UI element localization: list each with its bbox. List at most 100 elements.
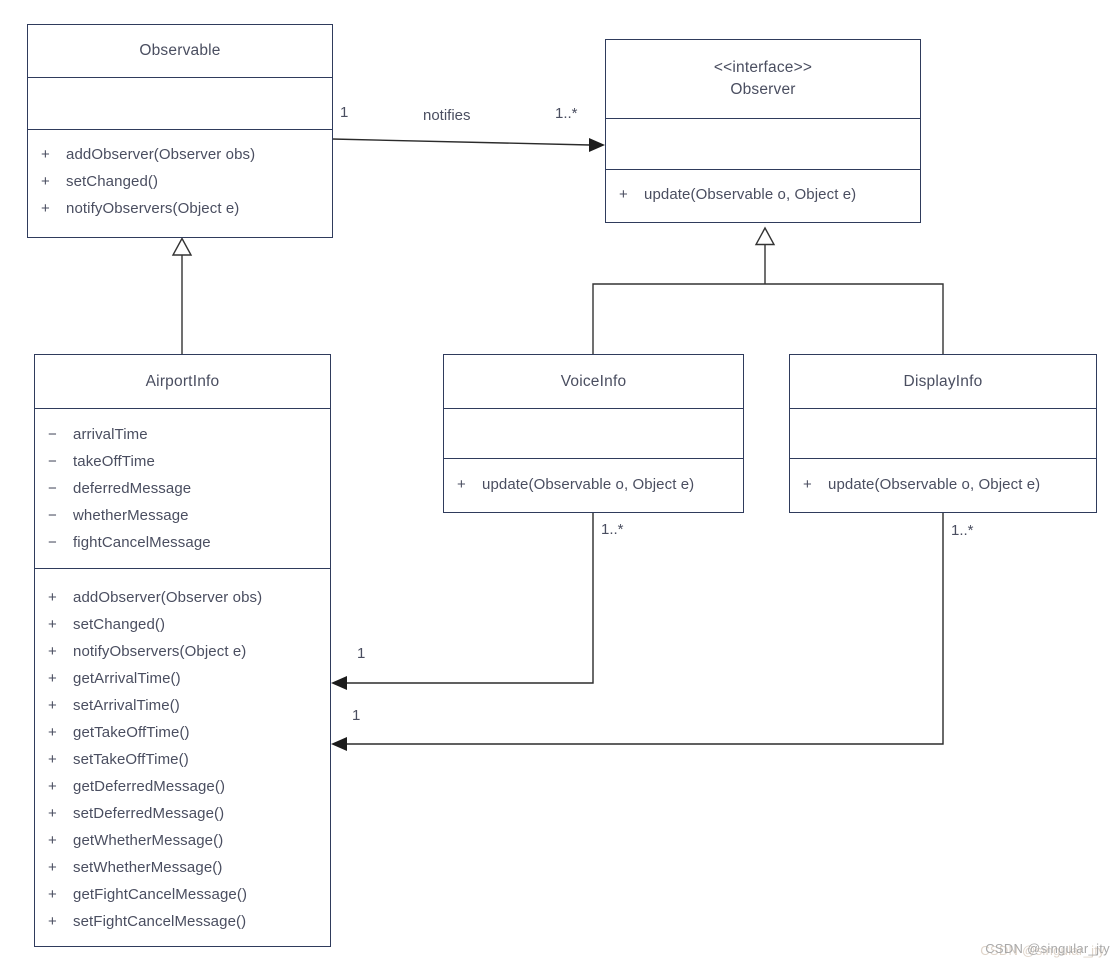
method-text: setDeferredMessage() (73, 805, 225, 822)
class-observable-attributes-empty (28, 78, 332, 130)
class-name: VoiceInfo (560, 372, 627, 390)
method-row: + update(Observable o, Object e) (444, 471, 694, 498)
association-voiceinfo-airportinfo-edge (331, 512, 594, 690)
class-displayinfo: DisplayInfo + update(Observable o, Object… (789, 354, 1097, 513)
method-text: setTakeOffTime() (73, 751, 189, 768)
visibility-symbol: + (457, 476, 466, 493)
method-text: setFightCancelMessage() (73, 913, 247, 930)
method-row: + getFightCancelMessage() (35, 881, 330, 908)
attribute-text: deferredMessage (73, 480, 192, 497)
method-row: + setChanged() (28, 168, 332, 195)
multiplicity-voiceinfo-side: 1..* (601, 521, 624, 538)
class-observer-title: <<interface>> Observer (606, 40, 920, 119)
multiplicity-observer-side: 1..* (555, 105, 578, 122)
method-row: + getArrivalTime() (35, 665, 330, 692)
attribute-text: fightCancelMessage (73, 534, 211, 551)
class-observer-methods: + update(Observable o, Object e) (606, 170, 920, 219)
method-text: addObserver(Observer obs) (73, 589, 263, 606)
visibility-symbol: + (48, 643, 57, 660)
class-airportinfo-title: AirportInfo (35, 355, 330, 409)
method-text: getArrivalTime() (73, 670, 181, 687)
class-observable-methods: + addObserver(Observer obs) + setChanged()… (28, 130, 332, 222)
visibility-symbol: + (48, 859, 57, 876)
method-text: setArrivalTime() (73, 697, 180, 714)
visibility-symbol: + (48, 832, 57, 849)
method-text: update(Observable o, Object e) (644, 186, 857, 203)
attribute-text: whetherMessage (73, 507, 189, 524)
attribute-row: −whetherMessage (35, 502, 330, 529)
class-observer-attributes-empty (606, 119, 920, 170)
class-displayinfo-methods: + update(Observable o, Object e) (790, 459, 1096, 510)
class-voiceinfo-attributes-empty (444, 409, 743, 459)
visibility-symbol: + (48, 751, 57, 768)
method-row: + notifyObservers(Object e) (35, 638, 330, 665)
class-name: DisplayInfo (903, 372, 983, 390)
class-observable-title: Observable (28, 25, 332, 78)
visibility-symbol: + (48, 697, 57, 714)
method-row: + getTakeOffTime() (35, 719, 330, 746)
class-airportinfo-methods: + addObserver(Observer obs) + setChanged()… (35, 569, 330, 935)
attribute-row: −deferredMessage (35, 475, 330, 502)
method-row: + addObserver(Observer obs) (28, 141, 332, 168)
visibility-symbol: + (48, 670, 57, 687)
visibility-symbol: + (41, 200, 50, 217)
visibility-symbol: + (48, 886, 57, 903)
class-displayinfo-attributes-empty (790, 409, 1096, 459)
association-displayinfo-airportinfo-edge (331, 512, 944, 751)
class-voiceinfo: VoiceInfo + update(Observable o, Object e… (443, 354, 744, 513)
method-row: + getWhetherMessage() (35, 827, 330, 854)
method-text: getWhetherMessage() (73, 832, 224, 849)
visibility-symbol: + (48, 724, 57, 741)
attribute-text: arrivalTime (73, 426, 148, 443)
method-text: setChanged() (66, 173, 159, 190)
method-row: + update(Observable o, Object e) (606, 181, 856, 208)
visibility-symbol: − (48, 480, 57, 497)
multiplicity-displayinfo-side: 1..* (951, 522, 974, 539)
visibility-symbol: + (41, 173, 50, 190)
method-row: + addObserver(Observer obs) (35, 584, 330, 611)
method-row: + setTakeOffTime() (35, 746, 330, 773)
method-row: + notifyObservers(Object e) (28, 195, 332, 222)
class-airportinfo: AirportInfo −arrivalTime −takeOffTime −d… (34, 354, 331, 947)
visibility-symbol: + (803, 476, 812, 493)
visibility-symbol: + (619, 186, 628, 203)
multiplicity-airportinfo-side-display: 1 (352, 707, 361, 724)
visibility-symbol: − (48, 507, 57, 524)
class-name: AirportInfo (145, 372, 220, 390)
visibility-symbol: + (48, 616, 57, 633)
csdn-watermark: CSDN @singular_jty (985, 941, 1110, 956)
method-text: notifyObservers(Object e) (73, 643, 247, 660)
visibility-symbol: + (48, 805, 57, 822)
class-displayinfo-title: DisplayInfo (790, 355, 1096, 409)
generalization-infos-observer-edge (592, 226, 944, 354)
association-notifies-edge (331, 138, 605, 152)
visibility-symbol: + (41, 146, 50, 163)
class-voiceinfo-title: VoiceInfo (444, 355, 743, 409)
method-text: setWhetherMessage() (73, 859, 223, 876)
class-name: Observable (139, 42, 221, 59)
method-text: getTakeOffTime() (73, 724, 190, 741)
method-text: getFightCancelMessage() (73, 886, 248, 903)
class-name: Observer (730, 81, 796, 98)
method-row: + setChanged() (35, 611, 330, 638)
visibility-symbol: + (48, 913, 57, 930)
visibility-symbol: − (48, 453, 57, 470)
method-text: addObserver(Observer obs) (66, 146, 256, 163)
method-row: + update(Observable o, Object e) (790, 471, 1040, 498)
generalization-airportinfo-observable-edge (171, 237, 193, 354)
class-observable: Observable + addObserver(Observer obs) + s… (27, 24, 333, 238)
visibility-symbol: + (48, 778, 57, 795)
method-row: + setDeferredMessage() (35, 800, 330, 827)
attribute-row: −takeOffTime (35, 448, 330, 475)
method-text: update(Observable o, Object e) (482, 476, 695, 493)
method-row: + setFightCancelMessage() (35, 908, 330, 935)
method-text: setChanged() (73, 616, 166, 633)
method-text: update(Observable o, Object e) (828, 476, 1041, 493)
method-text: notifyObservers(Object e) (66, 200, 240, 217)
method-text: getDeferredMessage() (73, 778, 226, 795)
attribute-row: −fightCancelMessage (35, 529, 330, 556)
attribute-text: takeOffTime (73, 453, 155, 470)
visibility-symbol: + (48, 589, 57, 606)
class-stereotype: <<interface>> (713, 59, 813, 76)
